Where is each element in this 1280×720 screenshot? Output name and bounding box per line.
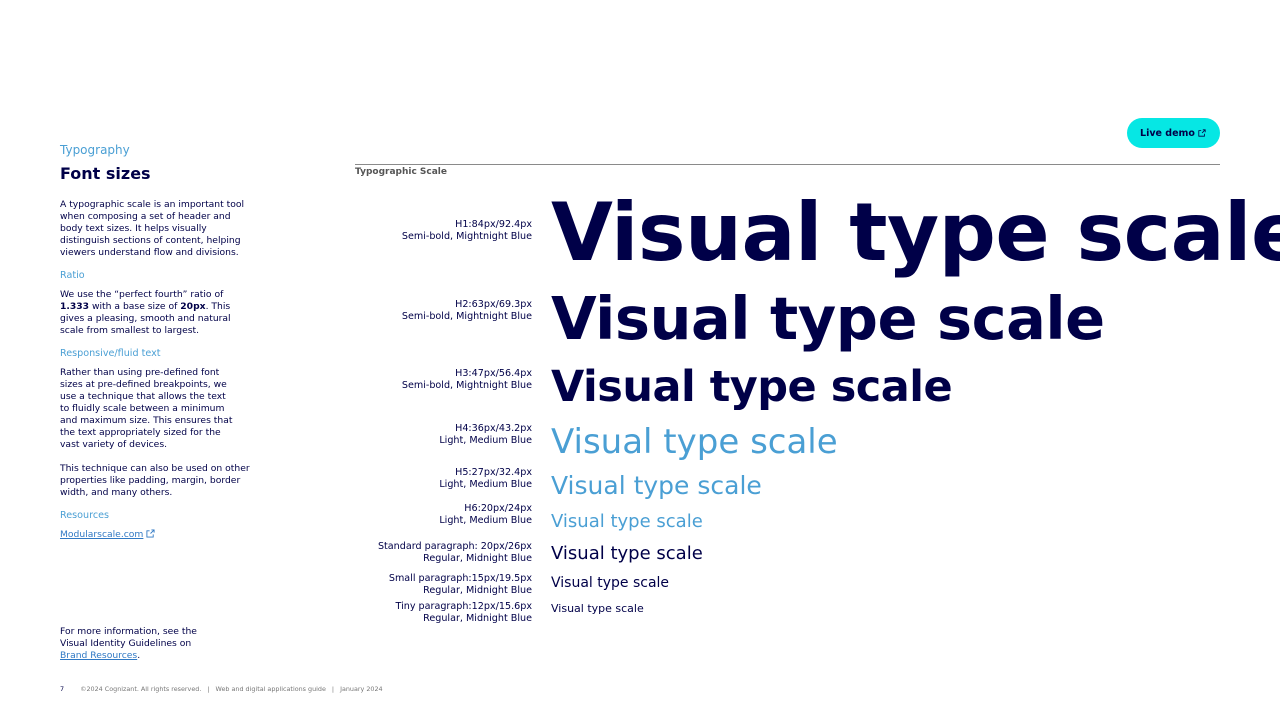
ratio-value: 1.333 (60, 301, 90, 312)
sample-small-paragraph: Visual type scale (551, 575, 670, 591)
sample-tiny-paragraph: Visual type scale (551, 602, 644, 615)
footer-date: January 2024 (340, 685, 383, 693)
ratio-heading: Ratio (60, 270, 85, 281)
intro-paragraph: A typographic scale is an important tool… (60, 199, 245, 258)
sample-h5: Visual type scale (551, 471, 762, 500)
footer-separator: | (207, 685, 210, 693)
ratio-paragraph: We use the “perfect fourth” ratio of 1.3… (60, 289, 231, 336)
footer: 7 ©2024 Cognizant. All rights reserved. | W… (60, 685, 383, 693)
responsive-paragraph-1: Rather than using pre-defined font sizes… (60, 367, 233, 450)
external-link-icon (146, 529, 155, 538)
brand-resources-link[interactable]: Brand Resources (60, 650, 138, 661)
live-demo-label: Live demo (1140, 127, 1195, 139)
sample-standard-paragraph: Visual type scale (551, 543, 703, 564)
section-label: Typography (60, 143, 130, 157)
responsive-heading: Responsive/fluid text (60, 348, 161, 359)
modularscale-link[interactable]: Modularscale.com (60, 529, 144, 540)
sample-h6: Visual type scale (551, 511, 703, 532)
divider (355, 164, 1220, 165)
responsive-paragraph-2: This technique can also be used on other… (60, 463, 250, 498)
copyright: ©2024 Cognizant. All rights reserved. (80, 685, 202, 693)
sample-h1: Visual type scale (551, 186, 1280, 279)
base-size-value: 20px (180, 301, 206, 312)
page-title: Font sizes (60, 164, 151, 183)
live-demo-button[interactable]: Live demo (1127, 118, 1220, 148)
resources-list: Modularscale.com (60, 529, 250, 541)
sample-h4: Visual type scale (551, 422, 838, 462)
guide-title: Web and digital applications guide (215, 685, 326, 693)
scale-heading: Typographic Scale (355, 167, 447, 177)
external-link-icon (1198, 128, 1207, 138)
resources-heading: Resources (60, 510, 109, 521)
page-number: 7 (60, 685, 65, 693)
sample-h2: Visual type scale (551, 284, 1105, 353)
sample-h3: Visual type scale (551, 362, 953, 412)
footer-separator: | (331, 685, 335, 693)
more-info: For more information, see the Visual Ide… (60, 626, 197, 661)
